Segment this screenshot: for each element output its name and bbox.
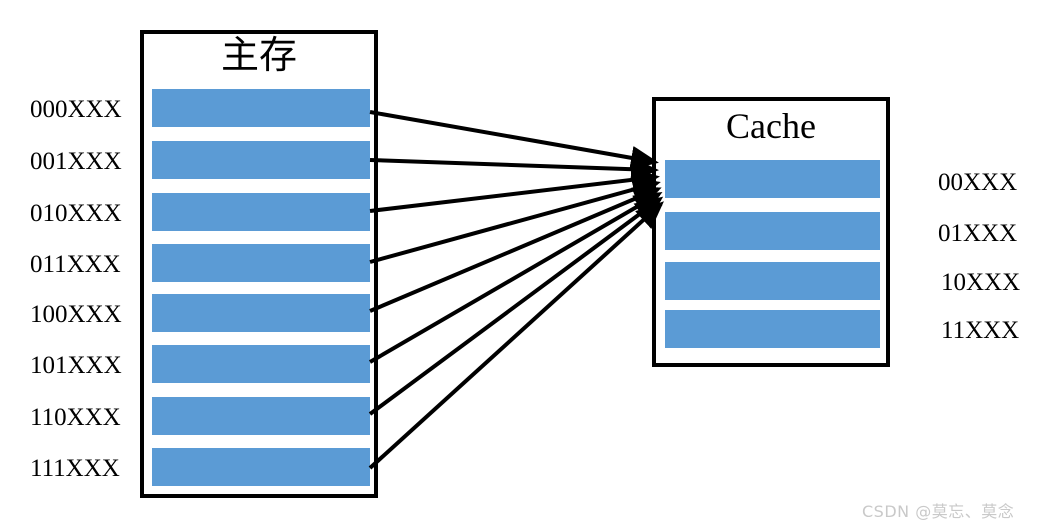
- main-memory-address-0: 000XXX: [30, 96, 122, 123]
- main-memory-address-5: 101XXX: [30, 352, 122, 379]
- mapping-arrow-001XXX: [369, 157, 659, 182]
- cache-address-3: 11XXX: [941, 317, 1020, 344]
- cache-block-2: [665, 262, 880, 300]
- main-memory-address-1: 001XXX: [30, 148, 122, 175]
- cache-address-1: 01XXX: [938, 220, 1018, 247]
- main-memory-block-7: [152, 448, 370, 486]
- main-memory-address-6: 110XXX: [30, 404, 121, 431]
- cache-address-0: 00XXX: [938, 169, 1018, 196]
- main-memory-block-1: [152, 141, 370, 179]
- main-memory-block-6: [152, 397, 370, 435]
- main-memory-block-3: [152, 244, 370, 282]
- mapping-arrow-000XXX: [369, 110, 659, 170]
- main-memory-block-5: [152, 345, 370, 383]
- main-memory-block-0: [152, 89, 370, 127]
- cache-title: Cache: [726, 106, 816, 146]
- mapping-arrow-011XXX: [369, 177, 661, 264]
- main-memory-block-2: [152, 193, 370, 231]
- mapping-arrow-111XXX: [368, 201, 664, 470]
- cache-block-1: [665, 212, 880, 250]
- main-memory-title: 主存: [220, 33, 297, 77]
- cache-address-2: 10XXX: [941, 269, 1021, 296]
- main-memory-block-4: [152, 294, 370, 332]
- mapping-arrow-010XXX: [369, 167, 660, 213]
- cache-block-0: [665, 160, 880, 198]
- mapping-arrow-101XXX: [368, 191, 663, 364]
- main-memory-address-4: 100XXX: [30, 301, 122, 328]
- mapping-arrow-110XXX: [368, 196, 664, 416]
- mapping-arrow-100XXX: [369, 187, 662, 313]
- main-memory-address-2: 010XXX: [30, 200, 122, 227]
- main-memory-address-3: 011XXX: [30, 251, 121, 278]
- watermark-text: CSDN @莫忘、莫念: [862, 502, 1015, 521]
- main-memory-address-7: 111XXX: [30, 455, 120, 482]
- cache-block-3: [665, 310, 880, 348]
